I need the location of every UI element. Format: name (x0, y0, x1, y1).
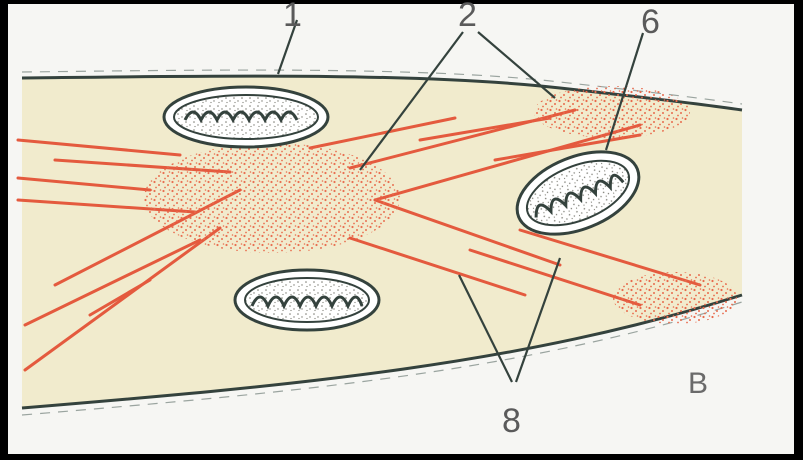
mitochondrion-bottom (235, 270, 379, 330)
label-1: 1 (283, 0, 302, 34)
label-2: 2 (458, 0, 477, 34)
mitochondrion-top (164, 87, 328, 147)
label-8: 8 (502, 402, 521, 440)
lower-dense-plaque (613, 272, 737, 324)
central-dense-body (144, 143, 400, 253)
panel-letter: B (688, 367, 708, 400)
label-6: 6 (641, 3, 660, 41)
